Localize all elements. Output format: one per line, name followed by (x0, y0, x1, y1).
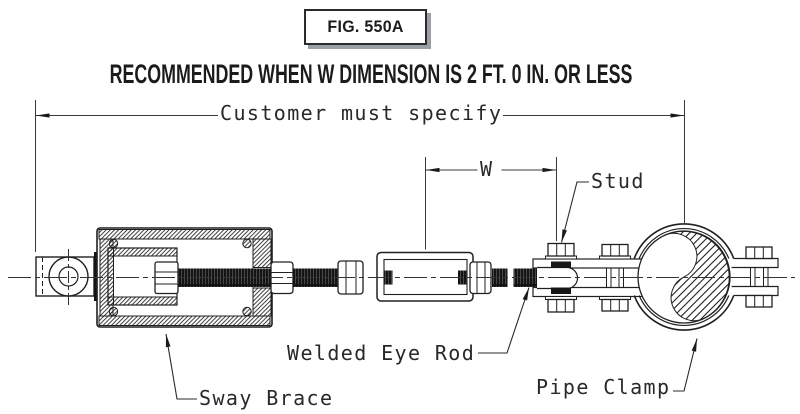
center-lines (8, 249, 795, 306)
thread-segment (492, 268, 508, 287)
stud-bolt (545, 242, 577, 313)
recommendation-note: RECOMMENDED WHEN W DIMENSION IS 2 FT. 0 … (109, 59, 633, 89)
w-dimension-label: W (480, 157, 494, 181)
threaded-rod-assembly (154, 251, 537, 302)
figure-number-box: FIG. 550A (304, 9, 427, 45)
stud-label: Stud (591, 169, 645, 193)
strap-top-plate (532, 258, 646, 269)
pipe-clamp-band (633, 223, 779, 331)
right-flange-top (731, 257, 779, 269)
retainer-pin (242, 238, 252, 249)
clamp-strap (532, 242, 646, 313)
welded-eye-rod-label: Welded Eye Rod (287, 341, 476, 365)
retainer-pin (108, 238, 119, 249)
top-wall (98, 229, 271, 240)
customer-dimension-label: Customer must specify (220, 101, 503, 125)
right-flange-bottom (731, 285, 779, 297)
turnbuckle (376, 251, 474, 302)
sway-brace-label: Sway Brace (199, 386, 334, 410)
sway-brace-leader (165, 333, 197, 400)
stud-leader (560, 181, 589, 243)
retainer-pin (108, 306, 119, 317)
retainer-pin (242, 306, 252, 317)
customer-dimension (35, 100, 685, 252)
w-dimension (425, 157, 557, 250)
pipe-clamp-label: Pipe Clamp (536, 375, 671, 399)
welded-eye-rod-leader (478, 287, 530, 354)
pipe-clamp-leader (673, 338, 698, 392)
figure-number: FIG. 550A (327, 17, 404, 36)
clamp-bolt (599, 243, 631, 312)
bottom-wall (98, 315, 271, 326)
flange-bolt (745, 246, 773, 308)
pipe-hatch (664, 230, 730, 322)
